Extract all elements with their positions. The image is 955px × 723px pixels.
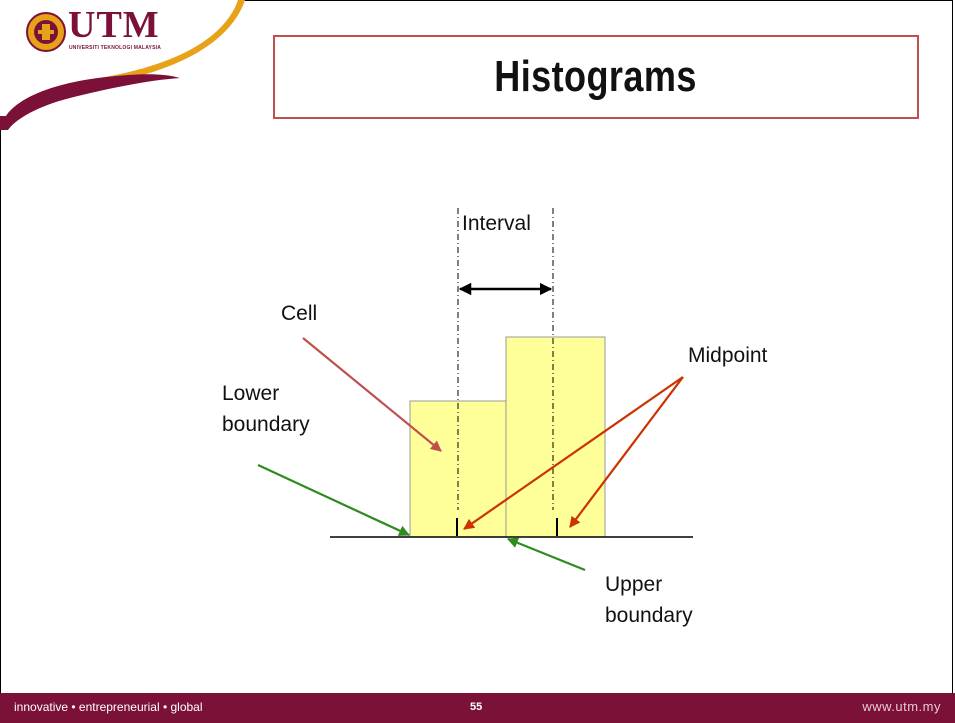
upper-boundary-arrow [506, 537, 586, 572]
cell-label: Cell [281, 302, 318, 325]
midpoint-label: Midpoint [688, 344, 768, 367]
upper-boundary-label-line2: boundary [605, 604, 693, 627]
lower-boundary-label-line1: Lower [222, 382, 280, 405]
upper-boundary-label-line1: Upper [605, 573, 663, 596]
midpoint-arrow-left [463, 376, 684, 530]
footer-tagline: innovative • entrepreneurial • global [14, 700, 203, 714]
footer-bar: innovative • entrepreneurial • global 55… [0, 693, 955, 723]
title-box: Histograms [273, 35, 919, 119]
midpoint-arrow-right [569, 376, 684, 528]
page-number: 55 [470, 701, 483, 713]
histogram-bar-right [505, 336, 606, 538]
interval-label: Interval [462, 212, 531, 235]
logo-text: UTM [68, 4, 160, 46]
utm-crest-icon [26, 12, 66, 52]
lower-boundary-arrow [257, 464, 410, 536]
lower-boundary-label-line2: boundary [222, 413, 310, 436]
logo-subtext: UNIVERSITI TEKNOLOGI MALAYSIA [69, 45, 162, 51]
page-title: Histograms [494, 52, 698, 101]
footer-url-link[interactable]: www.utm.my [862, 699, 941, 714]
cell-arrow [302, 337, 442, 452]
